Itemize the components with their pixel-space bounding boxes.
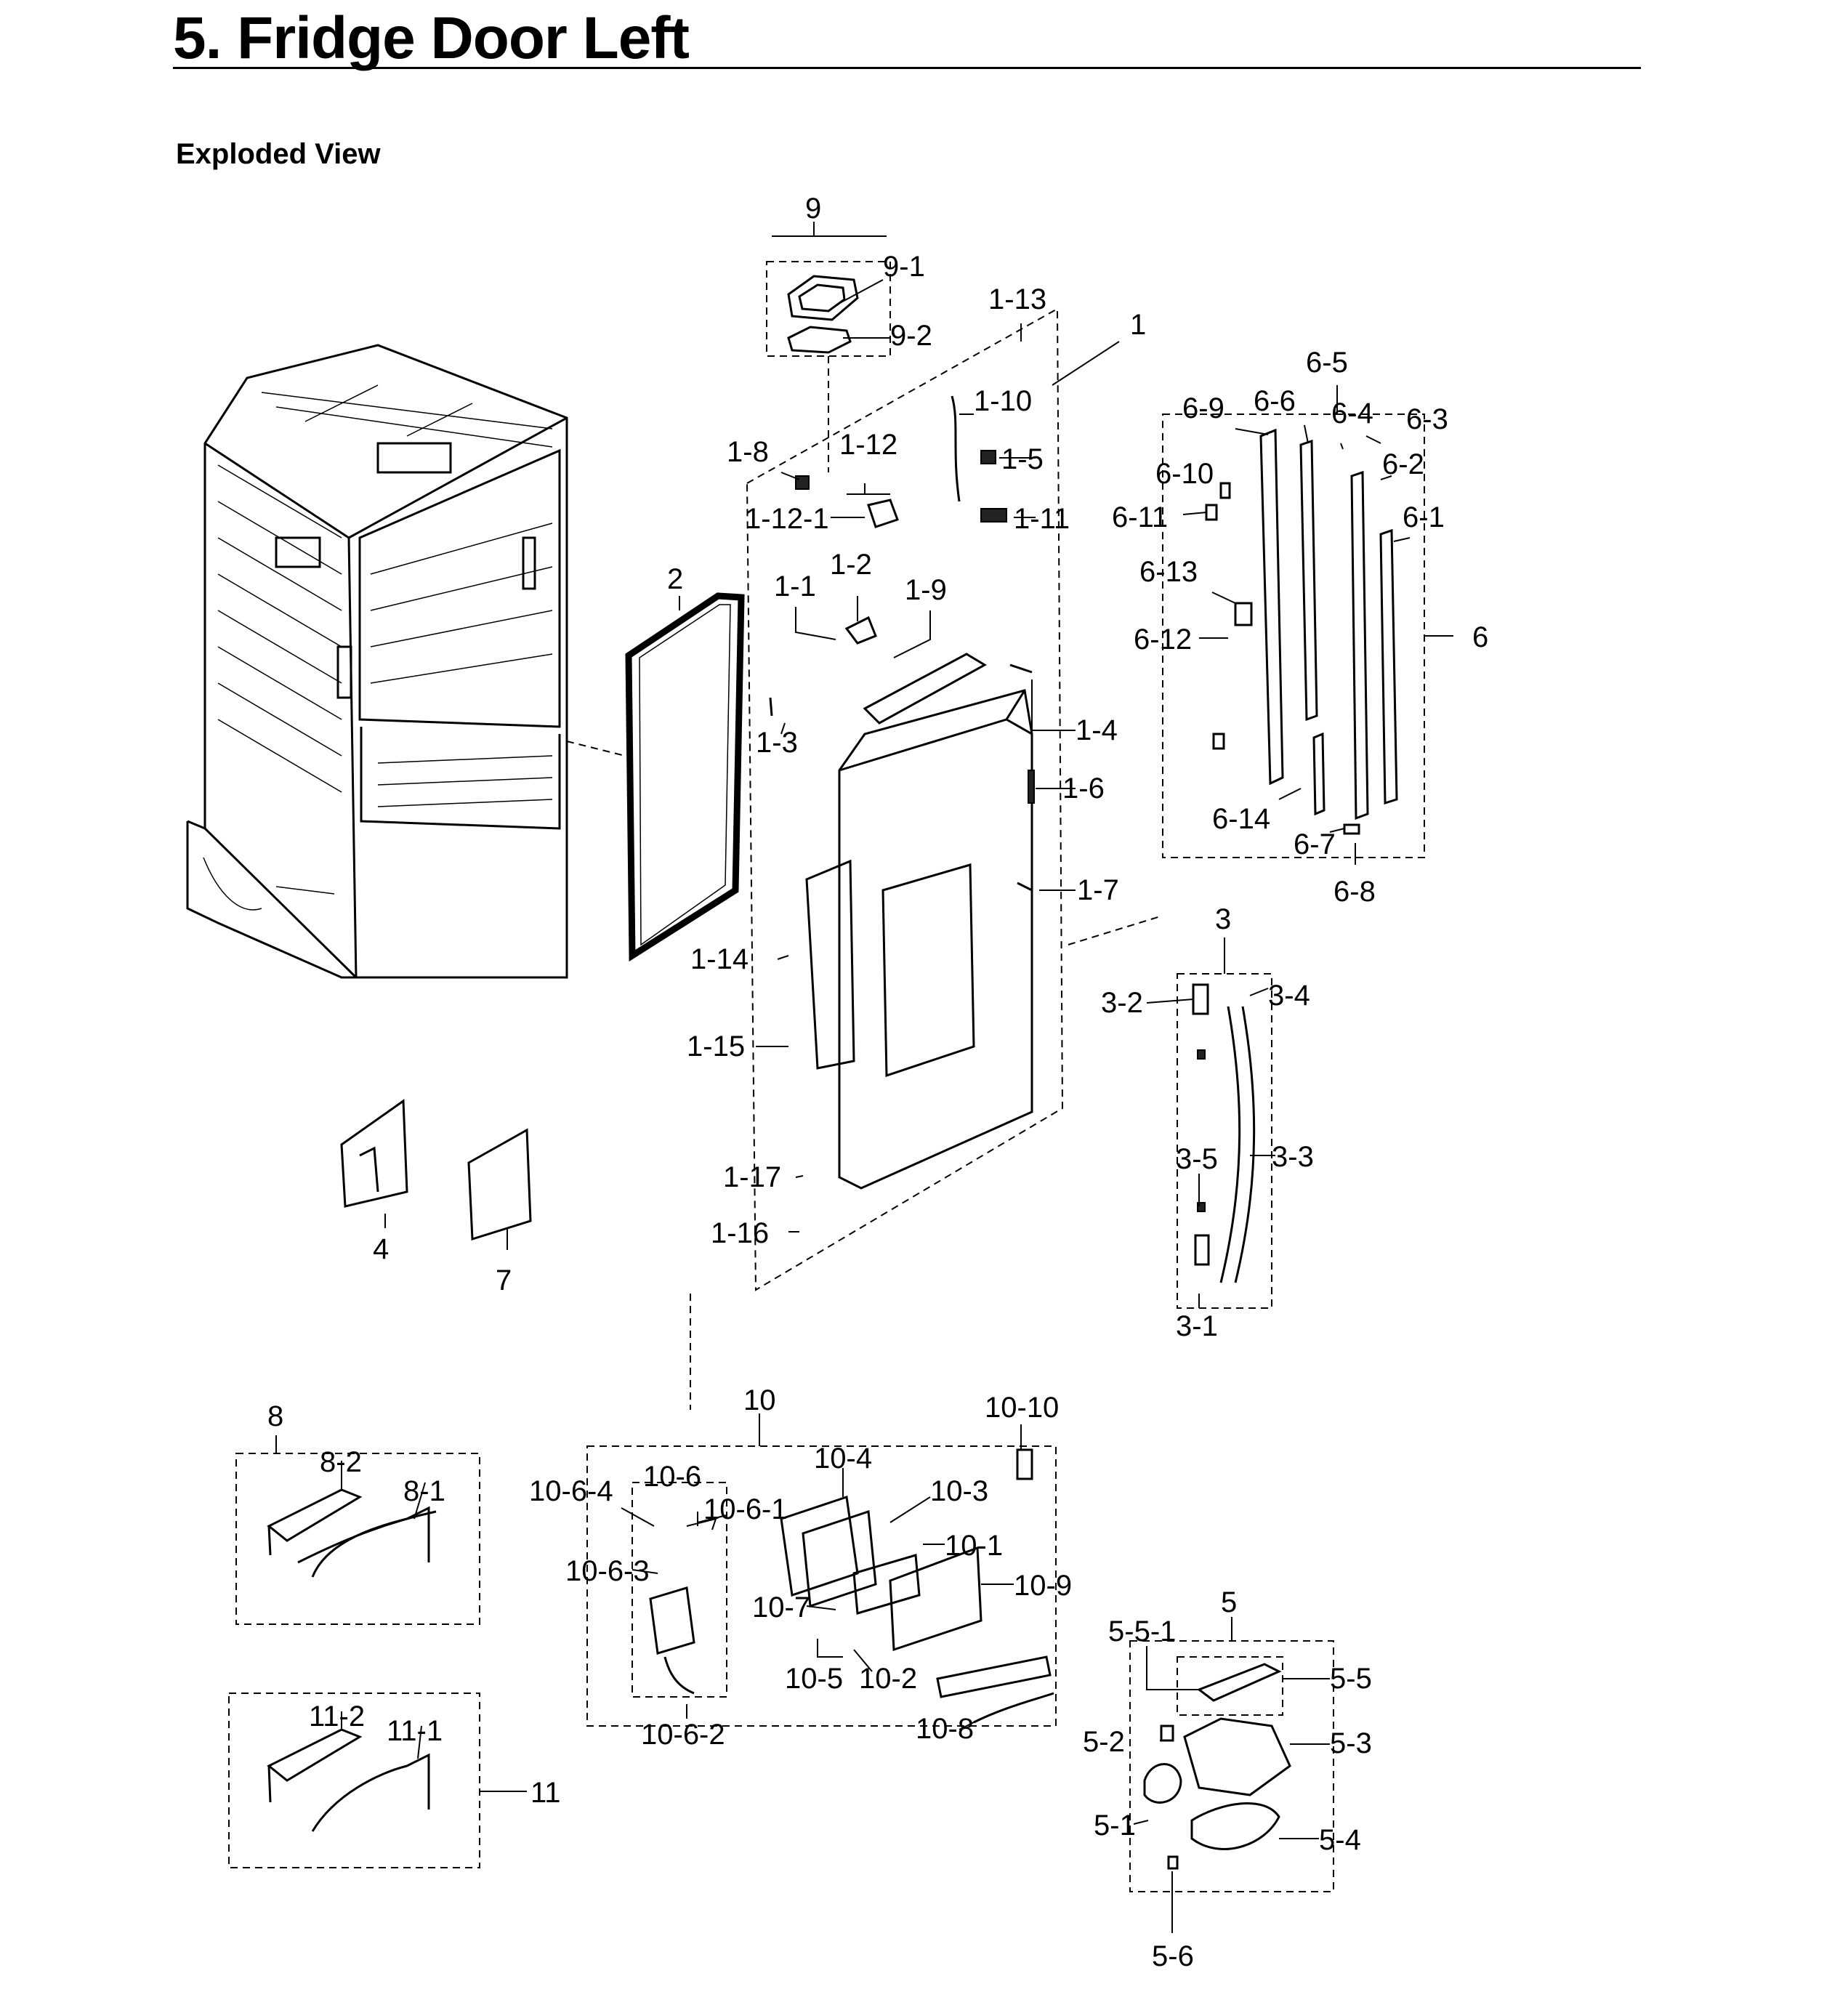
callout-2: 2 [667,563,683,595]
callout-1-11: 1-11 [1014,503,1070,535]
callout-1-7: 1-7 [1077,874,1119,906]
callout-1-16: 1-16 [711,1217,769,1249]
callout-10-3: 10-3 [930,1475,988,1507]
callout-10-7: 10-7 [752,1592,810,1623]
callout-10-6-2: 10-6-2 [641,1719,725,1751]
callout-7: 7 [496,1264,512,1296]
callout-1: 1 [1130,309,1146,341]
fridge-cabinet-drawing [186,344,568,979]
callout-10-6-1: 10-6-1 [703,1493,788,1525]
callout-8-2: 8-2 [320,1446,362,1478]
callout-6-1: 6-1 [1403,501,1445,533]
callout-6-7: 6-7 [1294,828,1336,860]
callout-3-1: 3-1 [1176,1310,1218,1342]
callout-10-9: 10-9 [1014,1570,1072,1602]
callout-6-12: 6-12 [1134,624,1192,655]
callout-6: 6 [1472,621,1488,653]
title-rule [173,67,1641,69]
callout-1-12-1: 1-12-1 [745,503,829,535]
callout-labels: 9 9-1 9-2 1-13 1 1-10 1-8 1-12 1-5 1-12-… [267,193,1488,1972]
callout-11-2: 11-2 [309,1701,365,1732]
callout-10-8: 10-8 [916,1713,974,1745]
callout-1-12: 1-12 [839,429,897,461]
callout-6-3: 6-3 [1406,403,1448,435]
callout-6-13: 6-13 [1139,556,1198,588]
callout-8: 8 [267,1400,283,1432]
part-3-drawing [1177,973,1272,1309]
callout-10-5: 10-5 [785,1663,843,1695]
callout-1-6: 1-6 [1062,772,1105,804]
parts-8-11-drawing [228,1453,480,1868]
callout-1-13: 1-13 [988,283,1046,315]
callout-10-10: 10-10 [985,1392,1059,1424]
door-assembly-drawing [746,307,1064,1291]
callout-10-2: 10-2 [859,1663,917,1695]
callout-10-4: 10-4 [814,1443,872,1475]
callout-6-10: 6-10 [1155,458,1214,490]
callout-1-2: 1-2 [830,549,872,581]
part-9-drawing [766,261,891,472]
callout-5-4: 5-4 [1319,1824,1361,1856]
callout-6-8: 6-8 [1333,876,1376,908]
callout-3: 3 [1215,903,1231,935]
callout-5-6: 5-6 [1152,1940,1194,1972]
callout-3-2: 3-2 [1101,987,1143,1019]
callout-4: 4 [373,1233,389,1265]
leader-lines [275,222,1453,1933]
callout-6-5: 6-5 [1306,347,1348,379]
callout-3-5: 3-5 [1176,1143,1218,1175]
part-10-drawing [586,1445,1057,1727]
callout-1-17: 1-17 [723,1161,781,1193]
callout-6-14: 6-14 [1212,803,1270,835]
section-subtitle: Exploded View [176,138,381,170]
callout-1-8: 1-8 [727,436,769,468]
callout-11-1: 11-1 [387,1715,443,1747]
callout-10: 10 [743,1384,776,1416]
callout-6-2: 6-2 [1382,448,1424,480]
callout-5-1: 5-1 [1094,1810,1136,1841]
callout-9: 9 [805,193,821,225]
callout-5-3: 5-3 [1330,1727,1372,1759]
callout-9-2: 9-2 [890,320,932,352]
callout-3-4: 3-4 [1268,980,1310,1012]
callout-5-2: 5-2 [1083,1726,1125,1758]
callout-3-3: 3-3 [1272,1141,1314,1173]
callout-5: 5 [1221,1586,1237,1618]
callout-1-5: 1-5 [1001,443,1044,475]
callout-1-1: 1-1 [774,570,816,602]
callout-6-9: 6-9 [1182,392,1224,424]
callout-10-6-4: 10-6-4 [529,1475,613,1507]
callout-6-4: 6-4 [1331,398,1373,429]
callout-8-1: 8-1 [403,1475,445,1507]
callout-9-1: 9-1 [883,251,925,283]
callout-10-6: 10-6 [643,1461,701,1493]
callout-10-6-3: 10-6-3 [565,1555,650,1587]
callout-10-1: 10-1 [945,1530,1003,1562]
callout-1-14: 1-14 [690,943,749,975]
callout-1-15: 1-15 [687,1030,745,1062]
page-title: 5. Fridge Door Left [173,5,690,71]
callout-1-9: 1-9 [905,574,947,606]
parts-4-7-drawing [340,1099,532,1241]
callout-6-11: 6-11 [1112,501,1168,533]
door-gasket-drawing [625,592,745,962]
callout-11: 11 [530,1777,561,1809]
callout-5-5-1: 5-5-1 [1108,1615,1176,1647]
callout-5-5: 5-5 [1330,1663,1372,1695]
callout-6-6: 6-6 [1254,385,1296,417]
callout-1-3: 1-3 [756,727,798,759]
callout-1-10: 1-10 [974,385,1032,417]
callout-1-4: 1-4 [1076,714,1118,746]
